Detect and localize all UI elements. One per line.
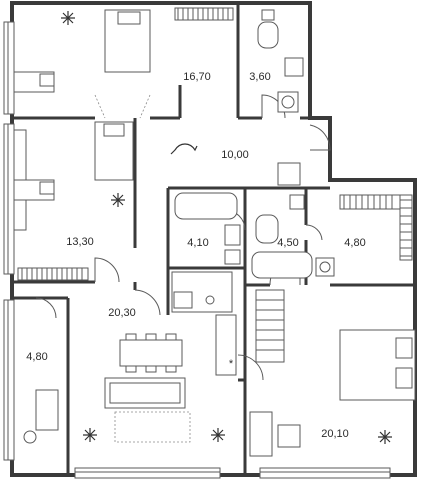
- bottom-windows: [74, 467, 391, 479]
- left-windows: [3, 21, 15, 461]
- plant-icon: [61, 11, 75, 25]
- room-area-kitchen-living: 20,30: [108, 307, 136, 319]
- plant-icon: [378, 430, 392, 444]
- room-labels: 16,70 3,60 10,00 13,30 4,10 4,50 4,80 20…: [26, 71, 365, 440]
- interior-walls: [12, 3, 415, 475]
- room-area-bathroom-b: 4,50: [277, 237, 298, 249]
- room-area-bathroom-a: 4,10: [187, 237, 208, 249]
- bathroom-a-fixtures: [174, 192, 241, 265]
- ventilation-mark: *: [229, 358, 234, 370]
- bathroom-b-fixtures: [251, 194, 335, 279]
- master-bedroom-furniture: [249, 289, 416, 457]
- bedroom-left-furniture: [13, 121, 134, 281]
- room-area-bedroom-left: 13,30: [66, 236, 94, 248]
- hall-fixtures: [170, 143, 301, 186]
- bedroom-top-furniture: [13, 7, 234, 119]
- loggia-fixtures: [23, 389, 59, 444]
- plant-icon: [211, 428, 225, 442]
- dog-icon: [170, 143, 198, 155]
- room-area-bedroom-top: 16,70: [183, 71, 211, 83]
- kitchen-fixtures: [171, 271, 237, 376]
- room-area-wardrobe: 4,80: [344, 237, 365, 249]
- plant-icon: [83, 428, 97, 442]
- room-area-hall: 10,00: [221, 149, 249, 161]
- wc-fixtures: [257, 9, 304, 113]
- room-area-wc-small: 3,60: [249, 71, 270, 83]
- wardrobe-fixtures: [339, 194, 413, 261]
- dining-furniture: [83, 333, 225, 443]
- room-area-loggia: 4,80: [26, 351, 47, 363]
- room-area-master-bedroom: 20,10: [321, 428, 349, 440]
- plant-icon: [111, 193, 125, 207]
